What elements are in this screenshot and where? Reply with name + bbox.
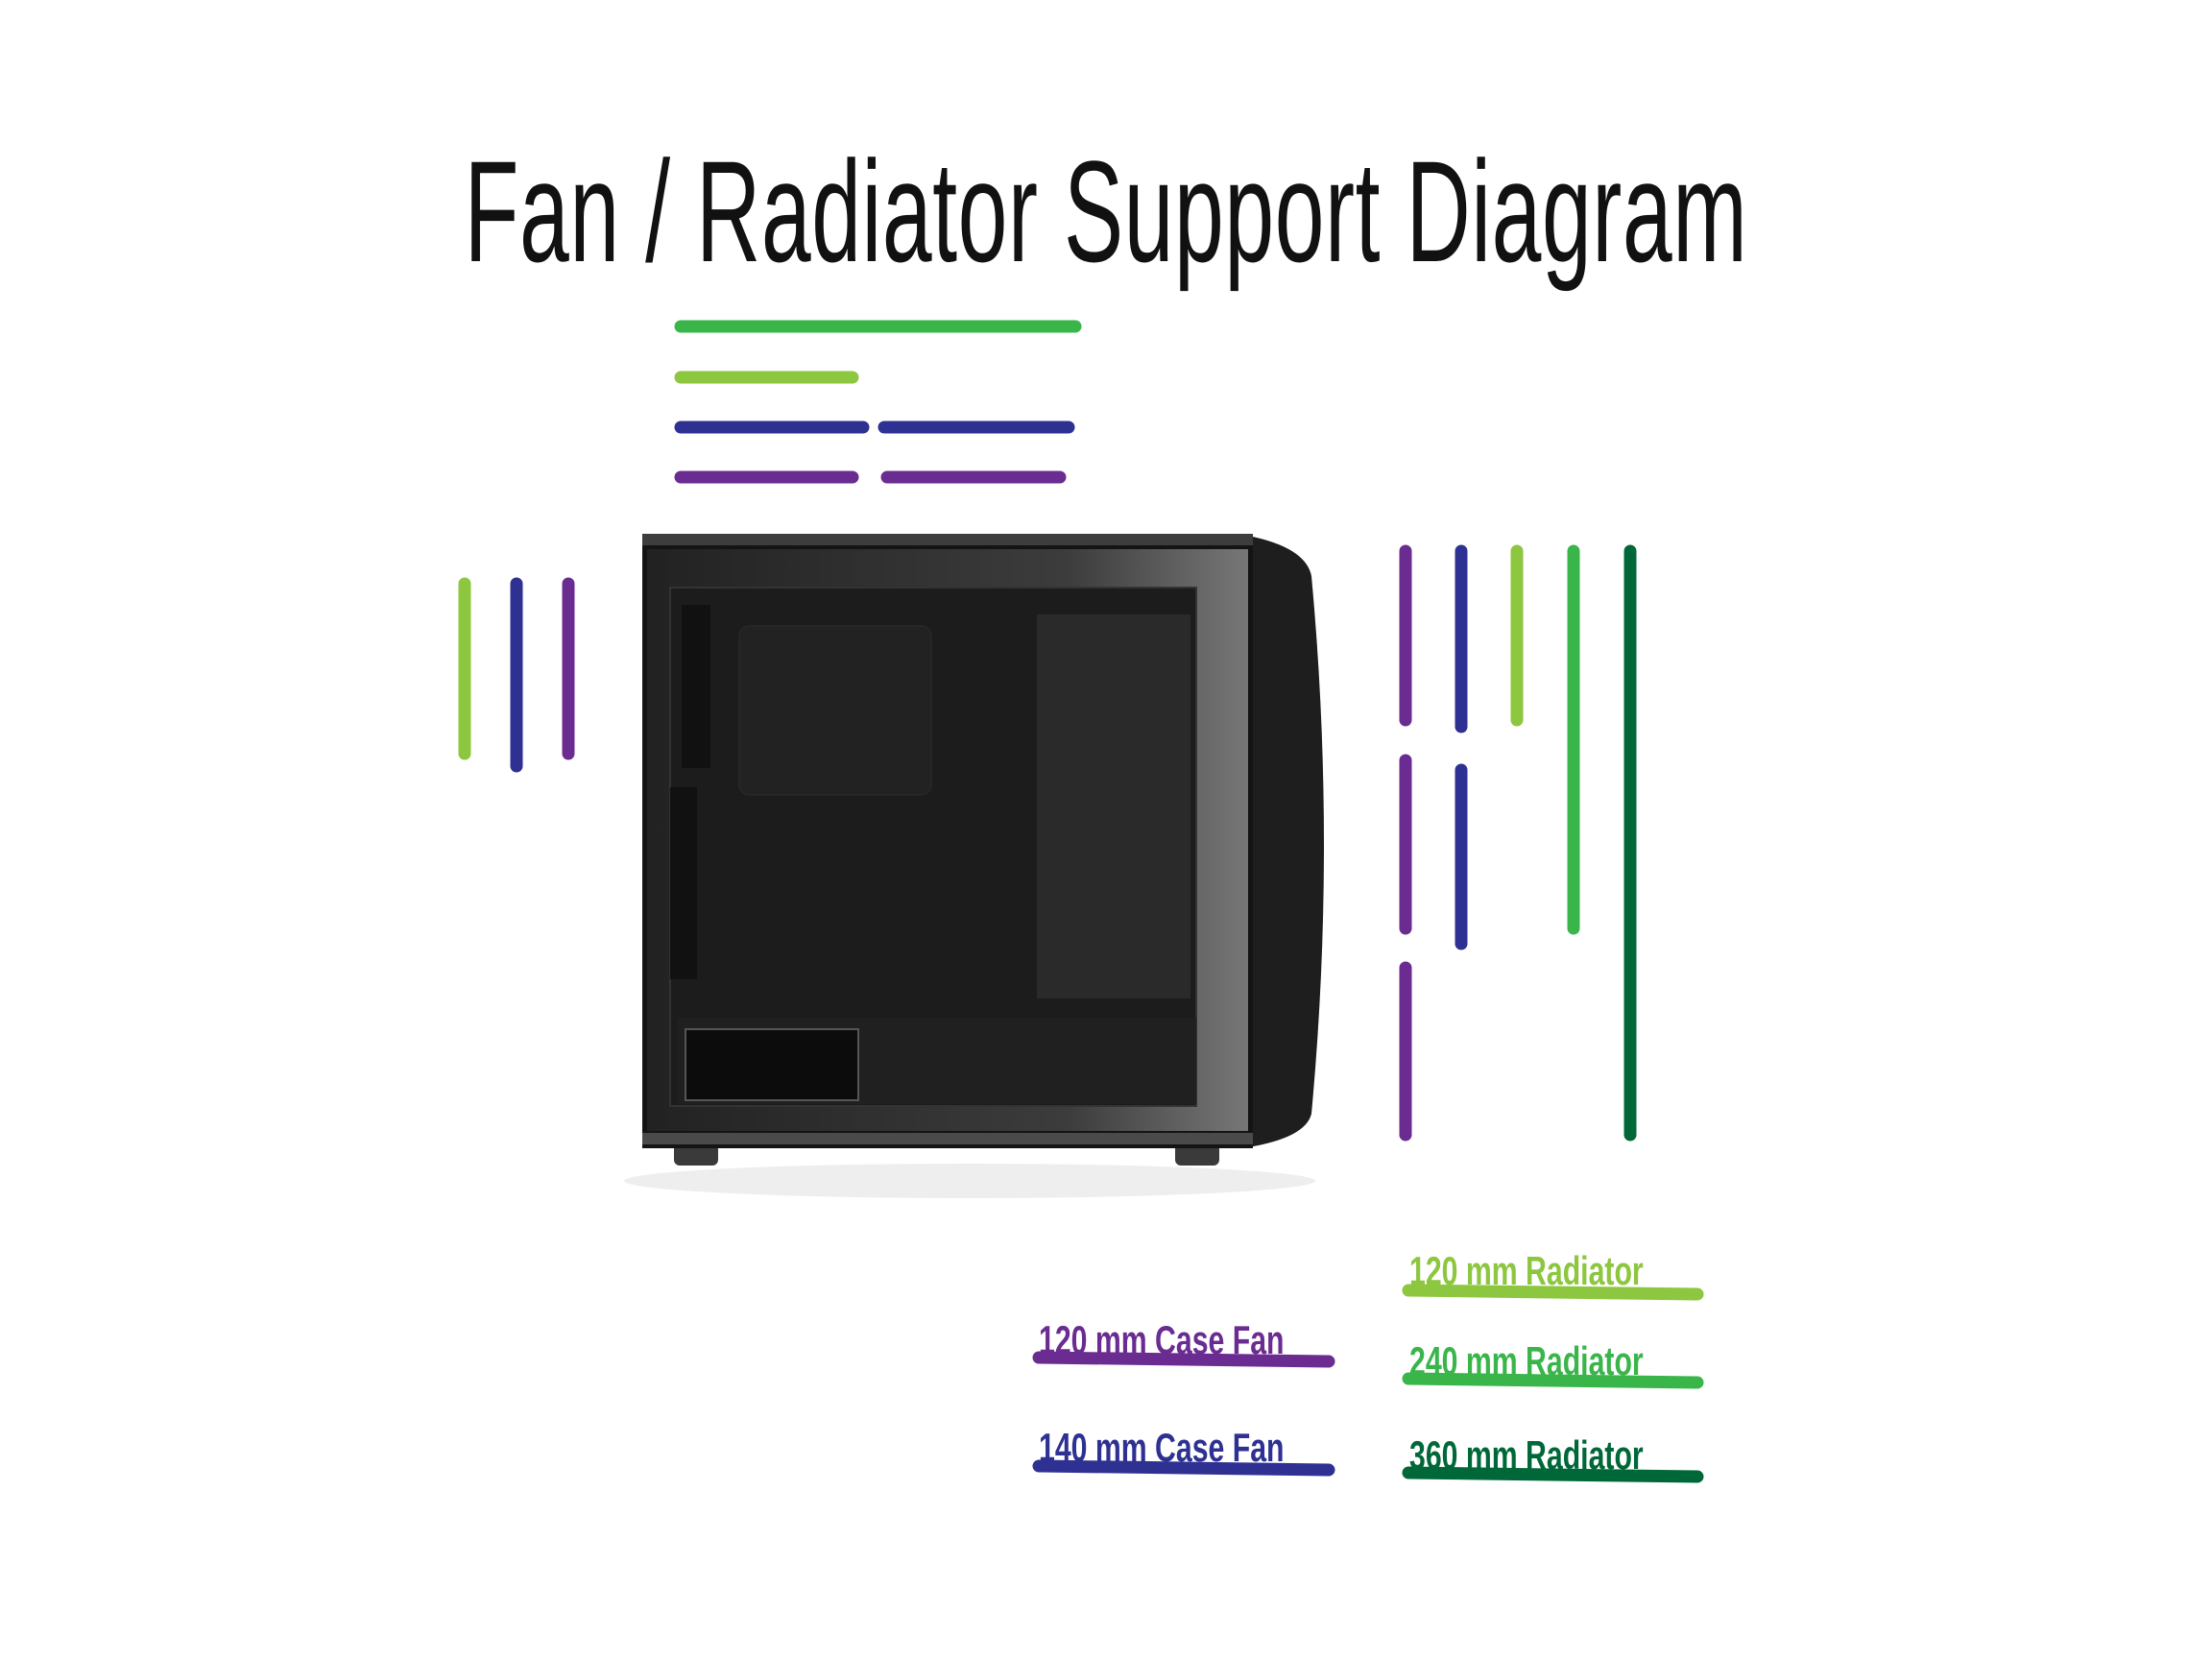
legend-360-radiator-label: 360 mm Radiator — [1409, 1432, 1644, 1478]
legend-240-radiator-bar — [1402, 1372, 1704, 1389]
page-title: Fan / Radiator Support Diagram — [464, 131, 1748, 292]
legend-120-case-fan-label: 120 mm Case Fan — [1039, 1317, 1285, 1362]
legend-120-radiator-bar — [1402, 1284, 1704, 1301]
legend-140-case-fan-label: 140 mm Case Fan — [1039, 1425, 1285, 1470]
legend-240-radiator-label: 240 mm Radiator — [1409, 1338, 1644, 1383]
legend-360-radiator-bar — [1402, 1466, 1704, 1483]
legend-120-fan-bar — [1032, 1351, 1335, 1368]
legend-120-radiator-label: 120 mm Radiator — [1409, 1248, 1644, 1293]
pc-case-image — [624, 534, 1324, 1198]
legend-140-fan-bar — [1032, 1459, 1335, 1477]
